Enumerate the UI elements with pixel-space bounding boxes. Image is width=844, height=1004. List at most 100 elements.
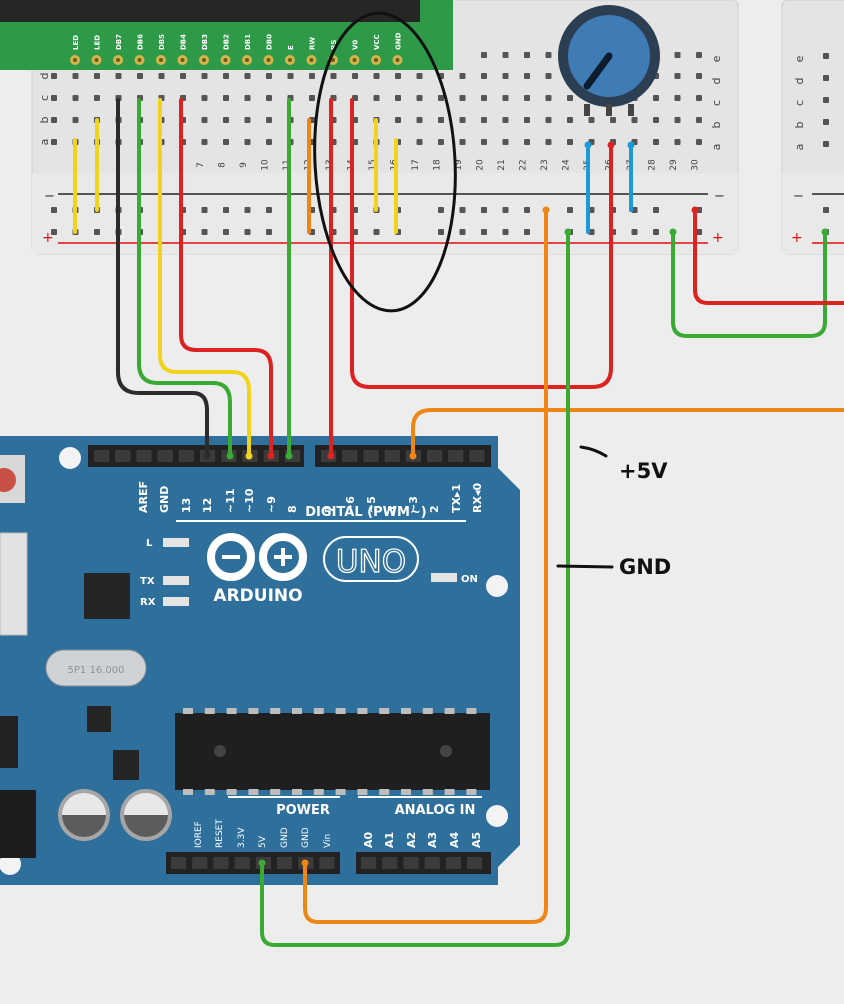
rail-plus-label-right: + (712, 230, 724, 246)
header-socket (403, 857, 419, 869)
power-pin-label: RESET (215, 819, 225, 848)
analog-pin-label: A5 (470, 832, 483, 848)
usb-connector (0, 532, 28, 636)
usb-chip (84, 573, 130, 619)
digital-pin-label: GND (158, 486, 171, 513)
lcd-pin-label: RS (330, 40, 338, 50)
lcd-pin-label: E (287, 45, 295, 50)
column-number: 20 (476, 159, 486, 171)
header-socket (213, 857, 229, 869)
mount-hole (59, 447, 81, 469)
power-jack (0, 790, 36, 858)
wire-yellow-db5 (158, 98, 251, 458)
row-letter: e (793, 55, 806, 62)
wire-red-v0-wiper (350, 98, 613, 389)
lcd-pin-label: DB1 (244, 34, 252, 50)
lcd-pin-label: GND (395, 32, 403, 50)
uno-badge (323, 536, 419, 582)
potentiometer-knob-indicator (583, 52, 613, 90)
column-number: 7 (196, 162, 206, 168)
row-letter: b (710, 121, 723, 128)
digital-header-right (315, 445, 491, 467)
analog-pin-label: A2 (405, 832, 418, 848)
reset-button (0, 468, 16, 492)
led-l (163, 538, 189, 547)
header-socket (192, 857, 208, 869)
digital-pin-label: ~6 (344, 496, 357, 513)
led-rx (163, 597, 189, 606)
header-socket (234, 857, 250, 869)
column-number: 29 (669, 159, 679, 171)
header-socket (115, 450, 131, 462)
header-socket (384, 450, 400, 462)
header-socket (427, 450, 443, 462)
lcd-pin-label: LED (72, 35, 80, 50)
right-rail-plus-label: + (791, 230, 803, 246)
wire-orange-gnd-rail (303, 208, 548, 924)
analog-header-label: ANALOG IN (395, 803, 476, 818)
lcd-pin-label: V0 (352, 40, 360, 50)
column-number: 21 (497, 159, 507, 170)
lcd-pin-label: DB5 (158, 34, 166, 50)
power-pin-label: Vin (323, 834, 333, 848)
wire-green-db6 (137, 98, 232, 458)
header-socket (363, 450, 379, 462)
annotation-gnd-tick (556, 564, 614, 569)
lcd-pin-label: LED (94, 35, 102, 50)
row-letter: d (793, 78, 806, 85)
row-letter: e (710, 55, 723, 62)
lcd-pin-label: VCC (373, 34, 381, 50)
digital-pin-label: 12 (201, 498, 214, 513)
annotation-5v-tick (579, 445, 608, 458)
row-letter: d (38, 73, 51, 80)
power-pin-label: GND (280, 827, 290, 848)
led-on (431, 573, 457, 582)
power-pin-label: 3.3V (237, 827, 247, 848)
uno-text: UNO (336, 544, 406, 580)
mount-hole (486, 575, 508, 597)
annotation-5v-label: +5V (619, 459, 668, 483)
header-socket (424, 857, 440, 869)
lcd-pin-label: DB7 (115, 34, 123, 50)
header-socket (467, 857, 483, 869)
mount-hole (486, 805, 508, 827)
wire-green-5v-rail (260, 230, 570, 947)
digital-pin-label: 2 (428, 505, 441, 513)
power-header-label: POWER (276, 803, 330, 818)
digital-pin-label: ~9 (265, 496, 278, 513)
analog-pin-label: A0 (362, 831, 375, 848)
digital-pin-label: ~5 (365, 496, 378, 513)
arduino-logo-text: ARDUINO (213, 586, 302, 606)
power-header (166, 852, 340, 874)
row-letter: c (38, 95, 51, 101)
digital-pin-label: 4 (386, 505, 399, 513)
digital-pin-label: TX▸1 (450, 484, 463, 513)
header-socket (157, 450, 173, 462)
digital-pin-label: 13 (180, 498, 193, 513)
column-number: 17 (411, 159, 421, 170)
arduino-logo (207, 533, 307, 581)
led-on-label: ON (461, 574, 478, 585)
atmega-chip (175, 713, 490, 790)
led-l-label: L (146, 538, 153, 549)
potentiometer (558, 5, 660, 116)
wire-green-rail-bridge (671, 230, 827, 338)
column-number: 18 (433, 159, 443, 171)
digital-header-label: DIGITAL (PWM~) (305, 505, 426, 520)
header-socket (171, 857, 187, 869)
header-socket (445, 857, 461, 869)
digital-pin-label: 7 (323, 505, 336, 513)
power-pin-label: GND (301, 827, 311, 848)
row-letter: c (793, 100, 806, 106)
led-tx-label: TX (140, 576, 155, 587)
header-socket (342, 450, 358, 462)
wire-red-rail-bridge (693, 208, 844, 305)
digital-pin-label: RX◂0 (471, 483, 484, 513)
digital-pin-label: ~3 (407, 496, 420, 513)
